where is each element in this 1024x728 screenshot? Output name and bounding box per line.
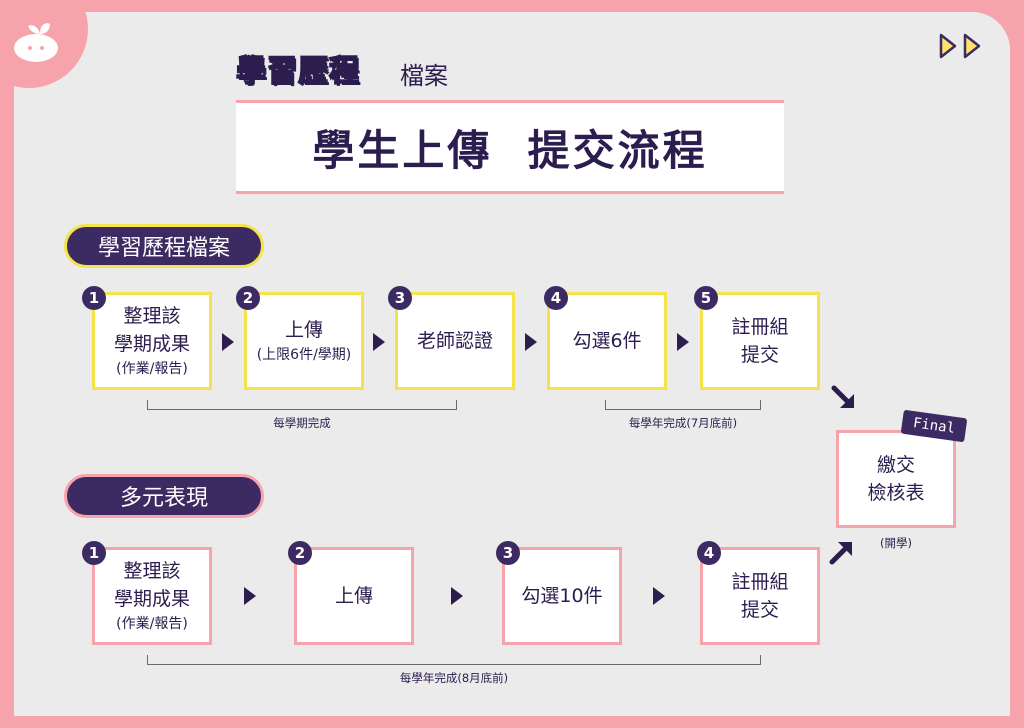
step-subtext: (作業/報告) — [116, 616, 188, 632]
step-text: 勾選10件 — [521, 585, 603, 607]
step-text: 上傳 — [334, 585, 373, 607]
play-triangle-icon — [939, 33, 957, 59]
arrow-right-icon — [451, 587, 463, 605]
note-final: (開學) — [880, 536, 912, 550]
step-number-badge: 5 — [694, 286, 718, 310]
step-number-badge: 4 — [697, 541, 721, 565]
step-number-badge: 4 — [544, 286, 568, 310]
arrow-up-right-icon — [829, 542, 852, 565]
note-year-july: 每學年完成(7月底前) — [628, 416, 738, 430]
arrow-right-icon — [373, 333, 385, 351]
portfolio-step-1: 整理該 學期成果 (作業/報告) — [92, 292, 212, 390]
portfolio-step-4: 勾選6件 — [547, 292, 667, 390]
section-label-text: 學習歷程檔案 — [97, 236, 230, 261]
portfolio-step-5: 註冊組 提交 — [700, 292, 820, 390]
step-text: 註冊組 — [731, 316, 789, 338]
bracket-year — [147, 655, 761, 665]
portfolio-step-3: 老師認證 — [395, 292, 515, 390]
step-text: 勾選6件 — [572, 330, 642, 352]
step-subtext: (作業/報告) — [116, 361, 188, 377]
brand-wordmark: 學習歷程 — [235, 53, 360, 90]
step-number-badge: 3 — [496, 541, 520, 565]
step-text: 提交 — [740, 599, 779, 621]
arrow-down-right-icon — [831, 385, 854, 408]
arrow-right-icon — [653, 587, 665, 605]
sprout-logo-icon — [14, 23, 58, 62]
step-number-badge: 2 — [288, 541, 312, 565]
step-text: 註冊組 — [731, 571, 789, 593]
arrow-right-icon — [222, 333, 234, 351]
arrow-right-icon — [244, 587, 256, 605]
step-number-badge: 2 — [236, 286, 260, 310]
step-text: 提交 — [740, 344, 779, 366]
note-year-august: 每學年完成(8月底前) — [399, 671, 509, 685]
diverse-step-2: 上傳 — [294, 547, 414, 645]
diverse-step-3: 勾選10件 — [502, 547, 622, 645]
section-label-portfolio: 學習歷程檔案 — [64, 224, 264, 268]
section-label-diverse: 多元表現 — [64, 474, 264, 518]
bracket-semester — [147, 400, 457, 410]
step-text: 學期成果 — [113, 333, 190, 355]
step-text: 老師認證 — [416, 330, 493, 352]
diverse-step-1: 整理該 學期成果 (作業/報告) — [92, 547, 212, 645]
title-box: 學生上傳 提交流程 — [236, 100, 784, 194]
final-step: 繳交 檢核表 — [836, 430, 956, 528]
play-triangle-icon — [963, 33, 981, 59]
note-semester: 每學期完成 — [273, 416, 331, 430]
step-text: 整理該 — [123, 560, 181, 582]
page-title: 學生上傳 提交流程 — [312, 125, 708, 175]
step-subtext: (上限6件/學期) — [256, 347, 352, 363]
step-text: 繳交 — [876, 454, 915, 476]
step-text: 整理該 — [123, 305, 181, 327]
portfolio-step-2: 上傳 (上限6件/學期) — [244, 292, 364, 390]
diverse-step-4: 註冊組 提交 — [700, 547, 820, 645]
step-text: 上傳 — [284, 319, 323, 341]
brand-suffix: 檔案 — [400, 62, 448, 90]
bracket-year — [605, 400, 761, 410]
step-text: 學期成果 — [113, 588, 190, 610]
arrow-right-icon — [677, 333, 689, 351]
step-number-badge: 1 — [82, 286, 106, 310]
section-label-text: 多元表現 — [119, 486, 208, 511]
step-text: 檢核表 — [867, 482, 925, 504]
step-number-badge: 3 — [388, 286, 412, 310]
step-number-badge: 1 — [82, 541, 106, 565]
arrow-right-icon — [525, 333, 537, 351]
